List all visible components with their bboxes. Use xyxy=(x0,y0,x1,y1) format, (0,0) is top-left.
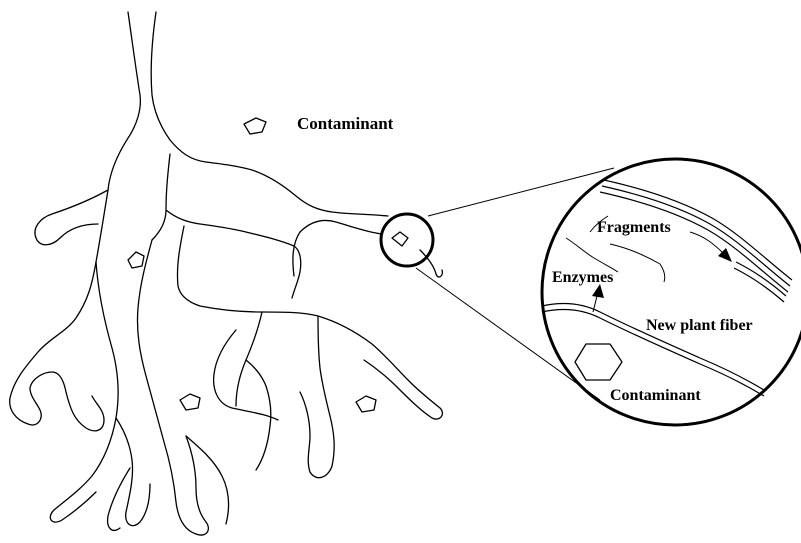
root-network xyxy=(10,12,443,535)
zoom-new-fiber-segment xyxy=(736,262,786,296)
root-branch-lower-right xyxy=(236,312,334,478)
zoom-new-fiber-segment xyxy=(734,268,784,302)
enzyme-fragment xyxy=(566,238,618,272)
root-branch-lower-mid xyxy=(214,330,278,470)
magnifier-connector-bottom xyxy=(416,268,600,400)
zoom-fiber-top xyxy=(600,192,788,292)
contaminant-particle xyxy=(356,396,376,412)
root-lower-trunk xyxy=(50,240,208,535)
root-left-branch xyxy=(35,190,108,245)
contaminant-particle xyxy=(244,118,266,134)
enzyme-fragment xyxy=(610,244,665,282)
contaminant-hexagon xyxy=(575,344,622,380)
arrow-fragments-to-fiber xyxy=(690,232,724,254)
label-enzymes: Enzymes xyxy=(552,269,613,286)
contaminant-particles xyxy=(128,118,408,412)
contaminant-particle xyxy=(128,252,144,268)
label-new-plant-fiber: New plant fiber xyxy=(646,317,753,334)
contaminant-particle xyxy=(180,394,200,410)
label-contaminant-zoom: Contaminant xyxy=(610,387,701,404)
root-branch-upper xyxy=(152,154,301,298)
zoom-view xyxy=(542,159,801,425)
root-branch-mid xyxy=(177,226,442,419)
arrowhead xyxy=(592,284,604,298)
root-lower-branches xyxy=(108,418,229,530)
root-branch-right-upper xyxy=(293,220,382,276)
label-contaminant-top: Contaminant xyxy=(297,114,394,133)
label-fragments: Fragments xyxy=(597,219,671,236)
root-trunk-left-edge xyxy=(10,12,141,431)
contaminant-particle xyxy=(392,232,408,246)
